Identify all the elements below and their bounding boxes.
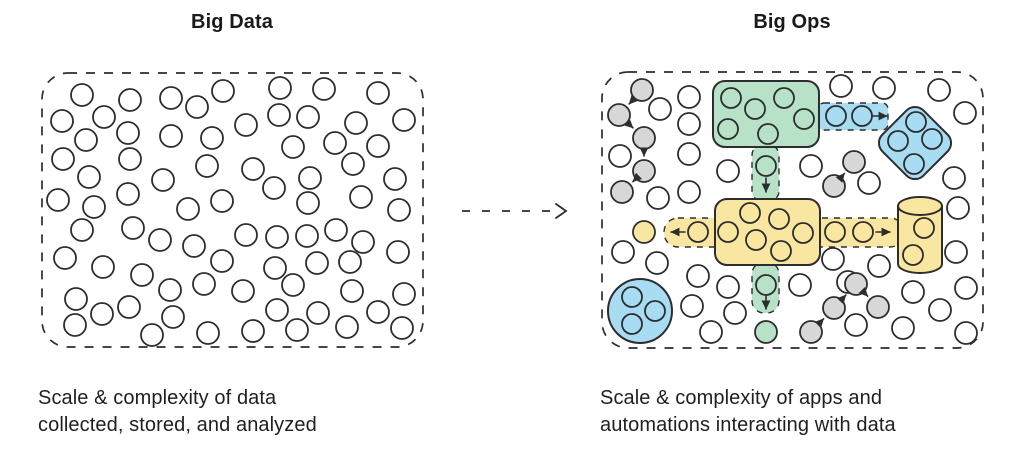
right-panel-caption: Scale & complexity of apps and automatio…	[600, 385, 896, 439]
right-data-scatter	[608, 74, 978, 345]
left-panel-title: Big Data	[191, 11, 273, 33]
panels-connector-arrow	[462, 203, 568, 219]
blue-service-app	[607, 278, 673, 344]
yellow-pipe-tokens	[670, 221, 891, 243]
left-panel-box	[41, 72, 424, 348]
yellow-app	[714, 198, 821, 266]
left-data-scatter	[46, 76, 416, 347]
blue-diamond-app	[877, 105, 953, 181]
gray-token-chain-2	[822, 150, 866, 198]
database-cylinder	[897, 196, 943, 274]
gray-token-chain-3	[799, 272, 890, 344]
right-caption-line-1: Scale & complexity of apps and	[600, 387, 883, 409]
left-caption-line-2: collected, stored, and analyzed	[38, 414, 317, 436]
green-pipe-upper-tokens	[755, 155, 777, 193]
right-caption-line-2: automations interacting with data	[600, 414, 896, 436]
blue-pipe-tokens	[825, 105, 888, 127]
green-app	[712, 80, 820, 148]
gray-token-chain-1	[607, 78, 656, 204]
green-pipe-lower-tokens	[755, 274, 777, 310]
right-panel-box	[601, 71, 984, 349]
left-caption-line-1: Scale & complexity of data	[38, 387, 277, 409]
free-tokens	[632, 220, 778, 344]
right-panel-title: Big Ops	[753, 11, 831, 33]
left-panel-caption: Scale & complexity of data collected, st…	[38, 385, 317, 439]
